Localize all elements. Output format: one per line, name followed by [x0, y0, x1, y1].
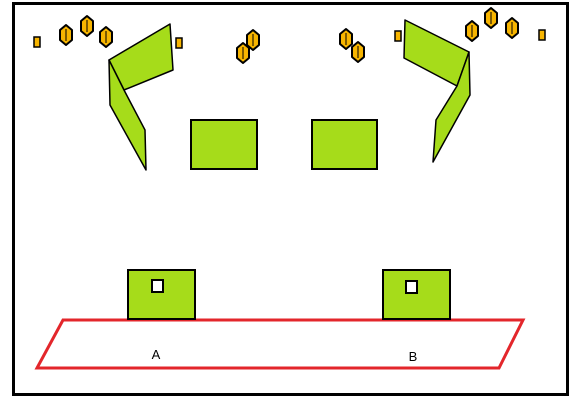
- coin-group: [59, 7, 519, 64]
- square-marker: [33, 36, 41, 48]
- middle-block-right: [311, 119, 378, 170]
- outer-frame: [12, 2, 569, 396]
- label-a: A: [152, 347, 161, 362]
- box-b-window: [405, 280, 418, 294]
- square-marker: [538, 29, 546, 41]
- wall-right-bottom: [432, 51, 471, 163]
- square-marker: [175, 37, 183, 49]
- box-b: [382, 269, 451, 320]
- box-a: [127, 269, 196, 320]
- middle-block-left: [190, 119, 258, 170]
- wall-left-bottom: [108, 59, 147, 171]
- wall-right-top: [403, 19, 470, 87]
- label-b: B: [409, 349, 418, 364]
- base-platform: [34, 318, 526, 370]
- box-a-window: [151, 279, 164, 293]
- square-marker: [394, 30, 402, 42]
